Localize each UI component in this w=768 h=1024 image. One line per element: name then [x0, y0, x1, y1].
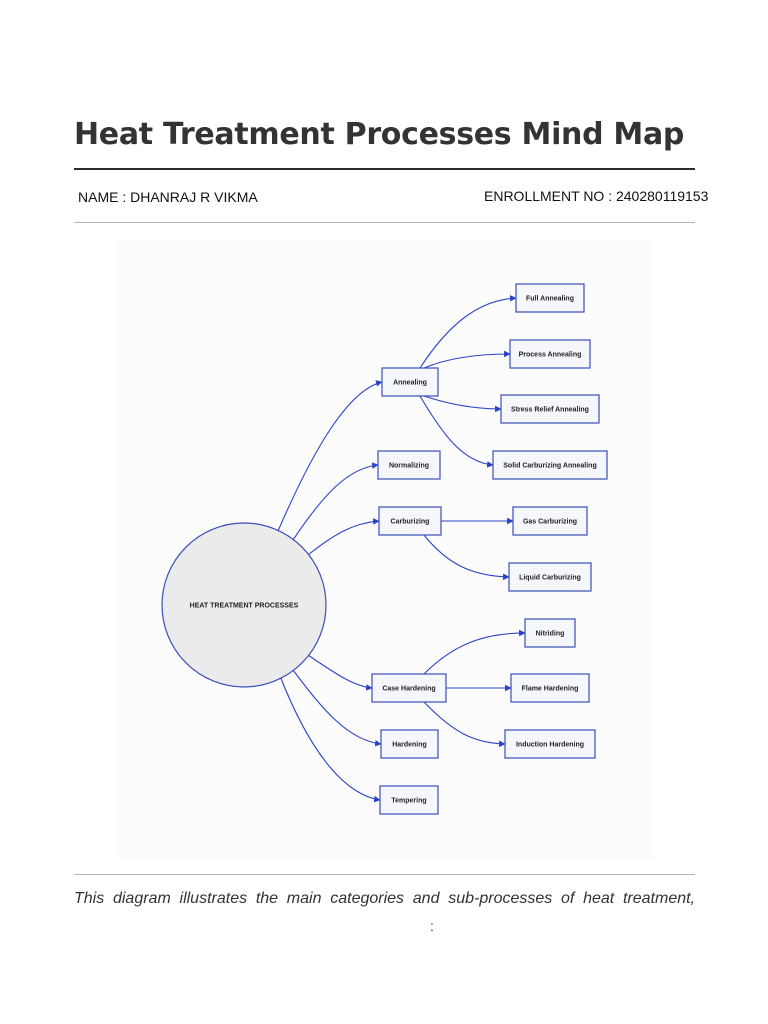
- edge-root-hardening: [292, 669, 382, 747]
- root-label: HEAT TREATMENT PROCESSES: [190, 603, 299, 610]
- mind-map-diagram: HEAT TREATMENT PROCESSES Annealing Full …: [161, 283, 608, 815]
- node-label: Annealing: [393, 380, 427, 387]
- edge-root-normalizing: [292, 462, 379, 541]
- page-title: Heat Treatment Processes Mind Map: [74, 117, 685, 152]
- node-full-annealing: Full Annealing: [515, 283, 585, 313]
- node-carburizing: Carburizing: [378, 506, 442, 536]
- edge-annealing-solid: [419, 395, 494, 468]
- header-divider: [74, 222, 695, 223]
- edge-root-case-hardening: [307, 654, 373, 691]
- node-label: Tempering: [391, 798, 426, 805]
- node-label: Solid Carburizing Annealing: [503, 463, 596, 470]
- footer-divider: [74, 874, 695, 875]
- node-label: Stress Relief Annealing: [511, 407, 589, 414]
- edge-annealing-full: [419, 295, 517, 369]
- node-liquid-carburizing: Liquid Carburizing: [508, 562, 592, 592]
- node-label: Induction Hardening: [516, 742, 584, 749]
- node-label: Flame Hardening: [522, 686, 579, 693]
- node-induction-hardening: Induction Hardening: [504, 729, 596, 759]
- title-divider: [74, 168, 695, 170]
- student-name: NAME : DHANRAJ R VIKMA: [78, 189, 258, 205]
- edge-carburizing-liquid: [423, 534, 510, 581]
- node-label: Case Hardening: [382, 686, 435, 693]
- edge-annealing-process: [423, 350, 511, 369]
- node-nitriding: Nitriding: [524, 618, 576, 648]
- mind-map-area: HEAT TREATMENT PROCESSES Annealing Full …: [118, 240, 654, 860]
- node-stress-relief-annealing: Stress Relief Annealing: [500, 394, 600, 424]
- root-node: HEAT TREATMENT PROCESSES: [161, 522, 327, 688]
- node-tempering: Tempering: [379, 785, 439, 815]
- edge-annealing-stress: [423, 395, 502, 413]
- node-label: Carburizing: [391, 519, 430, 526]
- node-normalizing: Normalizing: [377, 450, 441, 480]
- edge-layer: [277, 295, 526, 803]
- node-hardening: Hardening: [380, 729, 439, 759]
- node-label: Normalizing: [389, 463, 429, 470]
- node-label: Gas Carburizing: [523, 519, 577, 526]
- node-label: Liquid Carburizing: [519, 575, 581, 582]
- node-annealing: Annealing: [381, 367, 439, 397]
- node-label: Process Annealing: [519, 352, 582, 359]
- node-label: Full Annealing: [526, 296, 574, 303]
- caption-cutoff: :: [74, 918, 695, 942]
- diagram-caption: This diagram illustrates the main catego…: [74, 890, 695, 907]
- node-gas-carburizing: Gas Carburizing: [512, 506, 588, 536]
- node-layer: HEAT TREATMENT PROCESSES Annealing Full …: [161, 283, 608, 815]
- enrollment-number: ENROLLMENT NO : 240280119153: [484, 188, 709, 204]
- node-flame-hardening: Flame Hardening: [510, 673, 590, 703]
- node-label: Nitriding: [536, 631, 565, 638]
- edge-case-induction: [423, 701, 506, 748]
- root-circle: [161, 522, 327, 688]
- node-process-annealing: Process Annealing: [509, 339, 591, 369]
- node-solid-carburizing-annealing: Solid Carburizing Annealing: [492, 450, 608, 480]
- caption-fragment: :: [430, 918, 434, 934]
- node-case-hardening: Case Hardening: [371, 673, 447, 703]
- edge-root-tempering: [279, 675, 381, 803]
- node-label: Hardening: [392, 742, 427, 749]
- edge-root-carburizing: [307, 518, 380, 556]
- edge-root-annealing: [277, 380, 383, 532]
- edge-case-nitriding: [423, 629, 526, 675]
